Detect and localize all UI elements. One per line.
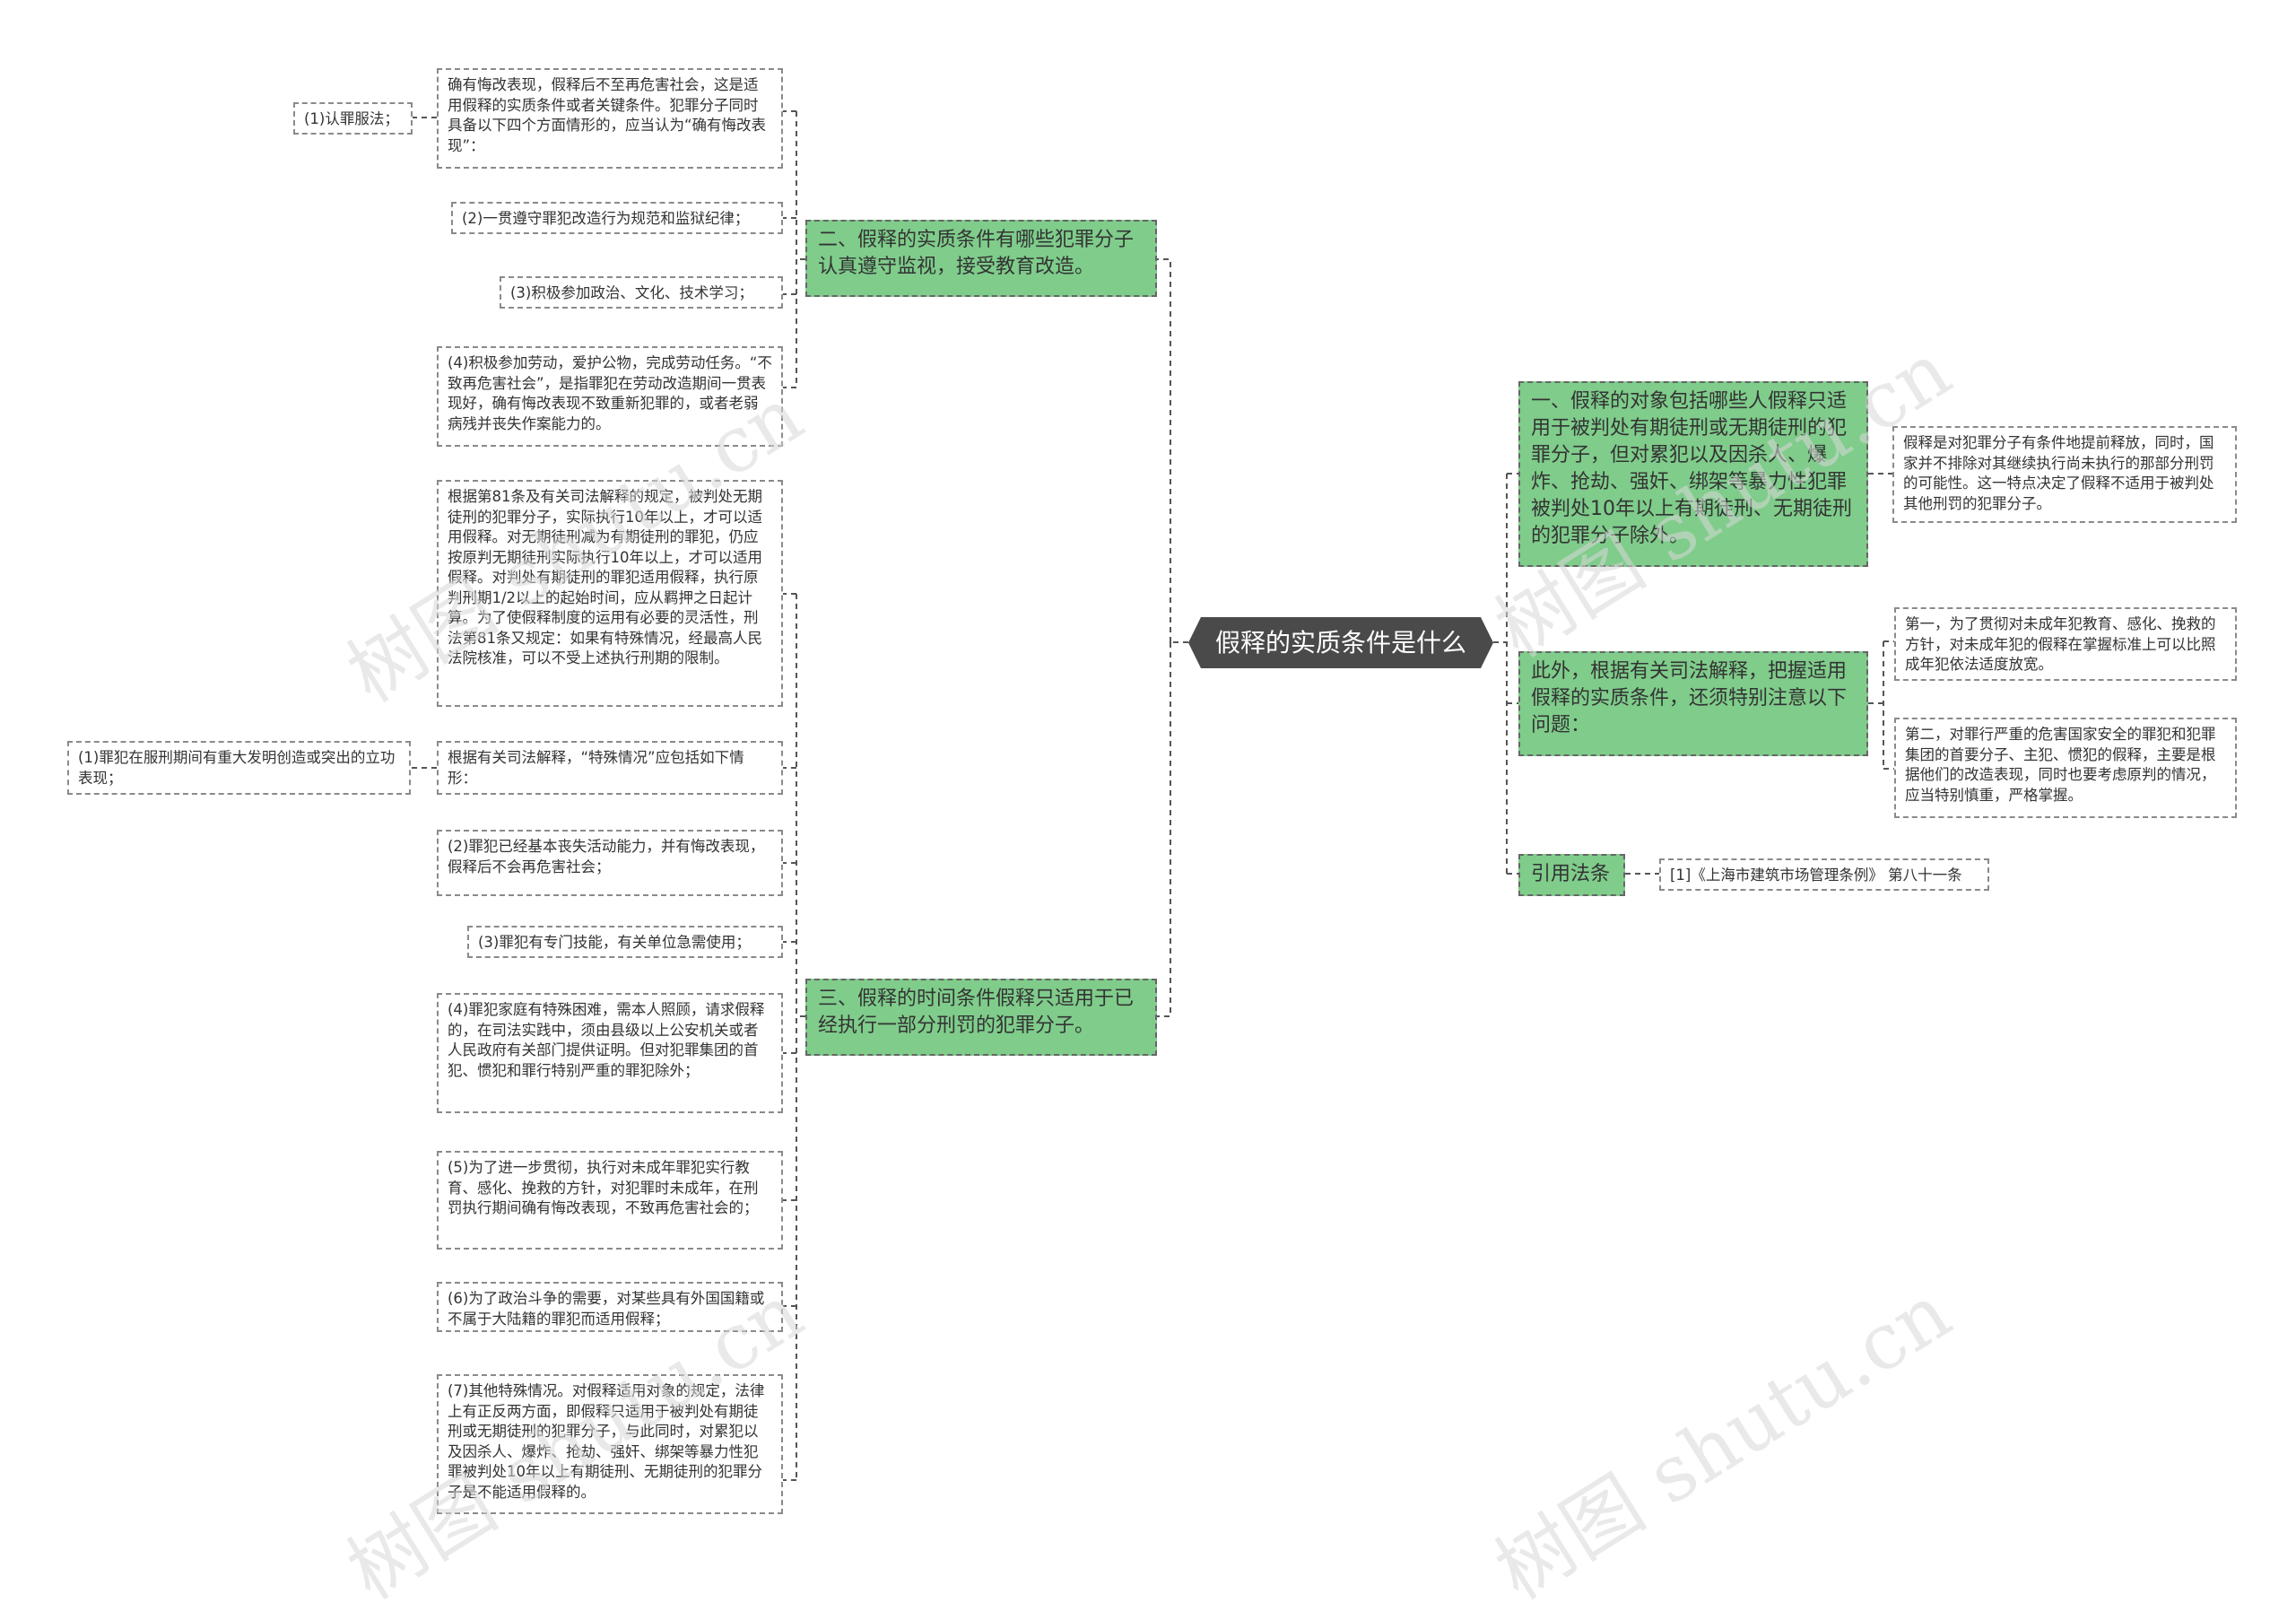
topic-branch-3[interactable]: 三、假释的时间条件假释只适用于已经执行一部分刑罚的犯罪分子。 [805, 979, 1157, 1056]
topic-additional-notes[interactable]: 此外，根据有关司法解释，把握适用假释的实质条件，还须特别注意以下问题： [1518, 651, 1868, 756]
root-topic[interactable]: 假释的实质条件是什么 [1188, 617, 1493, 668]
leaf-political-need-text: (6)为了政治斗争的需要，对某些具有外国国籍或不属于大陆籍的罪犯而适用假释； [448, 1290, 765, 1328]
leaf-repentance-definition-text: 确有悔改表现，假释后不至再危害社会，这是适用假释的实质条件或者关键条件。犯罪分子… [448, 76, 767, 154]
leaf-family-hardship[interactable]: (4)罪犯家庭有特殊困难，需本人照顾，请求假释的，在司法实践中，须由县级以上公安… [437, 993, 783, 1113]
topic-citation-label: 引用法条 [1531, 863, 1611, 885]
leaf-juvenile-text: (5)为了进一步贯彻，执行对未成年罪犯实行教育、感化、挽救的方针，对犯罪时未成年… [448, 1159, 759, 1216]
leaf-lost-ability-text: (2)罪犯已经基本丧失活动能力，并有悔改表现，假释后不会再危害社会； [448, 838, 765, 875]
leaf-juvenile[interactable]: (5)为了进一步贯彻，执行对未成年罪犯实行教育、感化、挽救的方针，对犯罪时未成年… [437, 1151, 783, 1250]
topic-additional-notes-label: 此外，根据有关司法解释，把握适用假释的实质条件，还须特别注意以下问题： [1531, 660, 1848, 736]
leaf-serious-crimes[interactable]: 第二，对罪行严重的危害国家安全的罪犯和犯罪集团的首要分子、主犯、惯犯的假释，主要… [1894, 718, 2237, 818]
connector-lines [411, 110, 1894, 1481]
topic-branch-3-label: 三、假释的时间条件假释只适用于已经执行一部分刑罚的犯罪分子。 [818, 988, 1135, 1037]
root-topic-label: 假释的实质条件是什么 [1214, 627, 1466, 658]
leaf-study-text: (3)积极参加政治、文化、技术学习； [510, 284, 753, 301]
topic-branch-1-label: 一、假释的对象包括哪些人假释只适用于被判处有期徒刑或无期徒刑的犯罪分子，但对累犯… [1531, 390, 1852, 547]
leaf-time-law-text: 根据第81条及有关司法解释的规定，被判处无期徒刑的犯罪分子，实际执行10年以上，… [448, 488, 762, 666]
leaf-juvenile-relaxed-text: 第一，为了贯彻对未成年犯教育、感化、挽救的方针，对未成年犯的假释在掌握标准上可以… [1905, 615, 2216, 673]
leaf-serious-crimes-text: 第二，对罪行严重的危害国家安全的罪犯和犯罪集团的首要分子、主犯、惯犯的假释，主要… [1905, 726, 2216, 804]
leaf-other-special[interactable]: (7)其他特殊情况。对假释适用对象的规定，法律上有正反两方面，即假释只适用于被判… [437, 1374, 783, 1514]
leaf-parole-nature[interactable]: 假释是对犯罪分子有条件地提前释放，同时，国家并不排除对其继续执行尚未执行的那部分… [1892, 426, 2237, 523]
leaf-admit-guilt-text: (1)认罪服法； [304, 110, 399, 127]
leaf-other-special-text: (7)其他特殊情况。对假释适用对象的规定，法律上有正反两方面，即假释只适用于被判… [448, 1382, 765, 1501]
leaf-labor[interactable]: (4)积极参加劳动，爱护公物，完成劳动任务。“不致再危害社会”，是指罪犯在劳动改… [437, 346, 783, 447]
leaf-special-cases-text: 根据有关司法解释，“特殊情况”应包括如下情形： [448, 749, 744, 787]
leaf-special-skill-text: (3)罪犯有专门技能，有关单位急需使用； [478, 934, 751, 951]
leaf-juvenile-relaxed[interactable]: 第一，为了贯彻对未成年犯教育、感化、挽救的方针，对未成年犯的假释在掌握标准上可以… [1894, 607, 2237, 681]
leaf-parole-nature-text: 假释是对犯罪分子有条件地提前释放，同时，国家并不排除对其继续执行尚未执行的那部分… [1903, 434, 2214, 512]
leaf-repentance-definition[interactable]: 确有悔改表现，假释后不至再危害社会，这是适用假释的实质条件或者关键条件。犯罪分子… [437, 68, 783, 169]
leaf-invention-merit[interactable]: (1)罪犯在服刑期间有重大发明创造或突出的立功表现； [67, 741, 411, 795]
leaf-political-need[interactable]: (6)为了政治斗争的需要，对某些具有外国国籍或不属于大陆籍的罪犯而适用假释； [437, 1282, 783, 1332]
leaf-labor-text: (4)积极参加劳动，爱护公物，完成劳动任务。“不致再危害社会”，是指罪犯在劳动改… [448, 354, 772, 432]
topic-branch-2[interactable]: 二、假释的实质条件有哪些犯罪分子认真遵守监视，接受教育改造。 [805, 220, 1157, 297]
leaf-citation-source[interactable]: [1]《上海市建筑市场管理条例》 第八十一条 [1659, 858, 1989, 891]
topic-citation[interactable]: 引用法条 [1518, 854, 1625, 896]
mindmap-canvas: 假释的实质条件是什么 二、假释的实质条件有哪些犯罪分子认真遵守监视，接受教育改造… [67, 68, 2237, 1617]
topic-branch-2-label: 二、假释的实质条件有哪些犯罪分子认真遵守监视，接受教育改造。 [818, 229, 1135, 278]
leaf-admit-guilt[interactable]: (1)认罪服法； [293, 102, 413, 135]
leaf-special-cases[interactable]: 根据有关司法解释，“特殊情况”应包括如下情形： [437, 741, 783, 795]
leaf-comply-rules-text: (2)一贯遵守罪犯改造行为规范和监狱纪律； [462, 210, 750, 227]
leaf-citation-source-text: [1]《上海市建筑市场管理条例》 第八十一条 [1670, 867, 1962, 884]
leaf-special-skill[interactable]: (3)罪犯有专门技能，有关单位急需使用； [467, 926, 783, 958]
leaf-comply-rules[interactable]: (2)一贯遵守罪犯改造行为规范和监狱纪律； [451, 202, 783, 234]
leaf-lost-ability[interactable]: (2)罪犯已经基本丧失活动能力，并有悔改表现，假释后不会再危害社会； [437, 830, 783, 896]
leaf-family-hardship-text: (4)罪犯家庭有特殊困难，需本人照顾，请求假释的，在司法实践中，须由县级以上公安… [448, 1001, 765, 1079]
topic-branch-1[interactable]: 一、假释的对象包括哪些人假释只适用于被判处有期徒刑或无期徒刑的犯罪分子，但对累犯… [1518, 381, 1868, 567]
leaf-time-law[interactable]: 根据第81条及有关司法解释的规定，被判处无期徒刑的犯罪分子，实际执行10年以上，… [437, 480, 783, 707]
leaf-invention-merit-text: (1)罪犯在服刑期间有重大发明创造或突出的立功表现； [78, 749, 396, 787]
leaf-study[interactable]: (3)积极参加政治、文化、技术学习； [500, 276, 783, 309]
